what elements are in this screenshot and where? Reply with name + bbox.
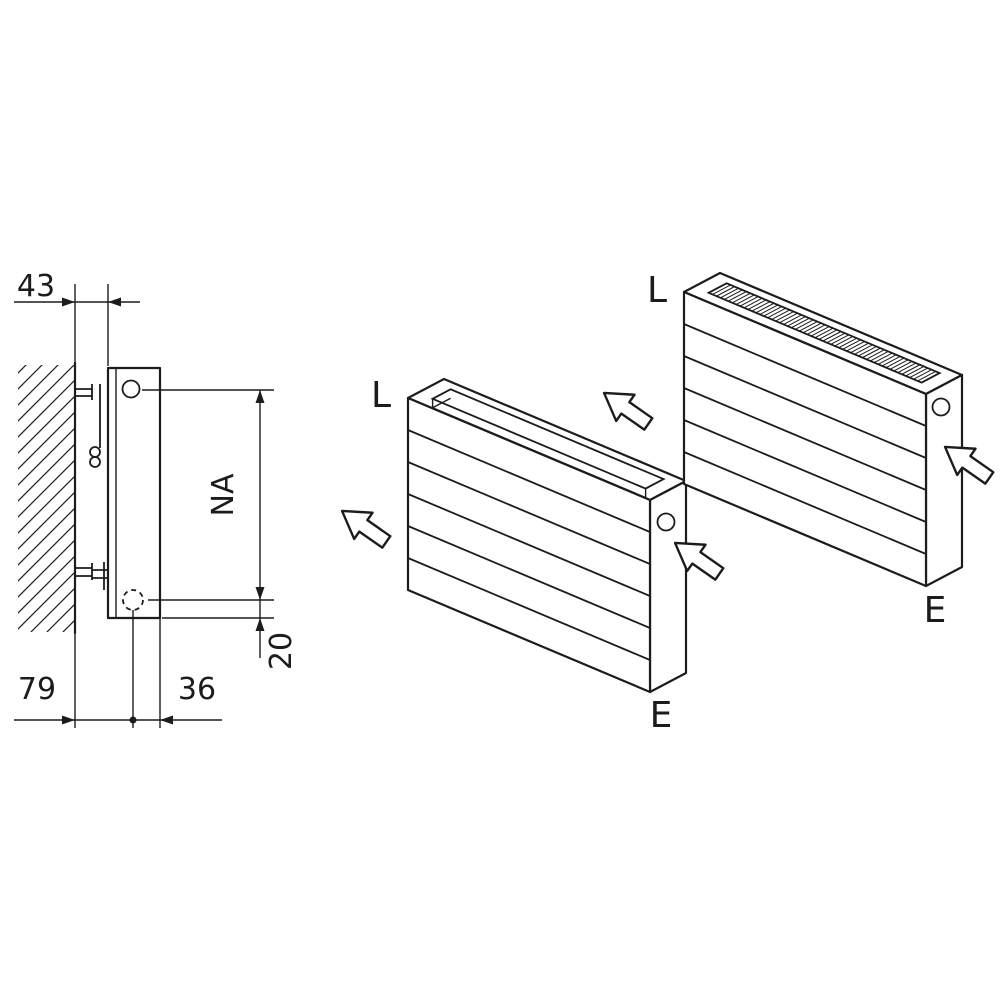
dim-bottom-chain: 79 36 <box>14 610 222 728</box>
right-end-face <box>648 479 688 694</box>
flow-arrow-front-right <box>673 541 725 581</box>
dimension-point-dot <box>129 716 137 724</box>
air-vent-circle <box>656 512 676 532</box>
radiator-iso-front-unit: L E <box>371 375 688 736</box>
front-slat-lines <box>683 323 927 555</box>
top-opening-rim <box>430 388 666 490</box>
radiator-iso-rear-unit: L E <box>647 270 964 631</box>
vent-circle <box>121 379 141 399</box>
dim-hub-distance: NA <box>142 389 274 658</box>
wall-hatch <box>18 365 75 632</box>
dim-wall-clearance: 43 <box>14 269 140 366</box>
label-l-front-unit: L <box>371 375 391 416</box>
label-e-rear-unit: E <box>924 590 947 631</box>
label-e-front-unit: E <box>650 695 673 736</box>
flow-arrow-front-left <box>340 509 392 549</box>
wall-bracket-bottom <box>76 562 108 590</box>
dim-20-label: 20 <box>264 632 299 670</box>
air-vent-circle <box>931 397 951 417</box>
air-grille-lines <box>708 282 940 384</box>
flow-arrow-rear-left <box>602 391 654 431</box>
label-l-rear-unit: L <box>647 270 667 311</box>
dim-36-label: 36 <box>178 672 216 707</box>
right-end-face <box>924 373 964 588</box>
dim-na-label: NA <box>206 473 241 516</box>
dim-79-label: 79 <box>18 672 56 707</box>
dim-43-label: 43 <box>17 269 55 304</box>
wall-bracket-top <box>76 384 101 468</box>
front-slat-lines <box>407 429 651 661</box>
top-opening-depth-lines <box>431 397 647 499</box>
dim-bottom-offset: 20 <box>162 617 299 670</box>
flow-arrow-rear-right <box>943 445 995 485</box>
pipe-connection-circle <box>122 589 144 611</box>
side-view: 43 NA 20 79 36 <box>14 269 299 728</box>
